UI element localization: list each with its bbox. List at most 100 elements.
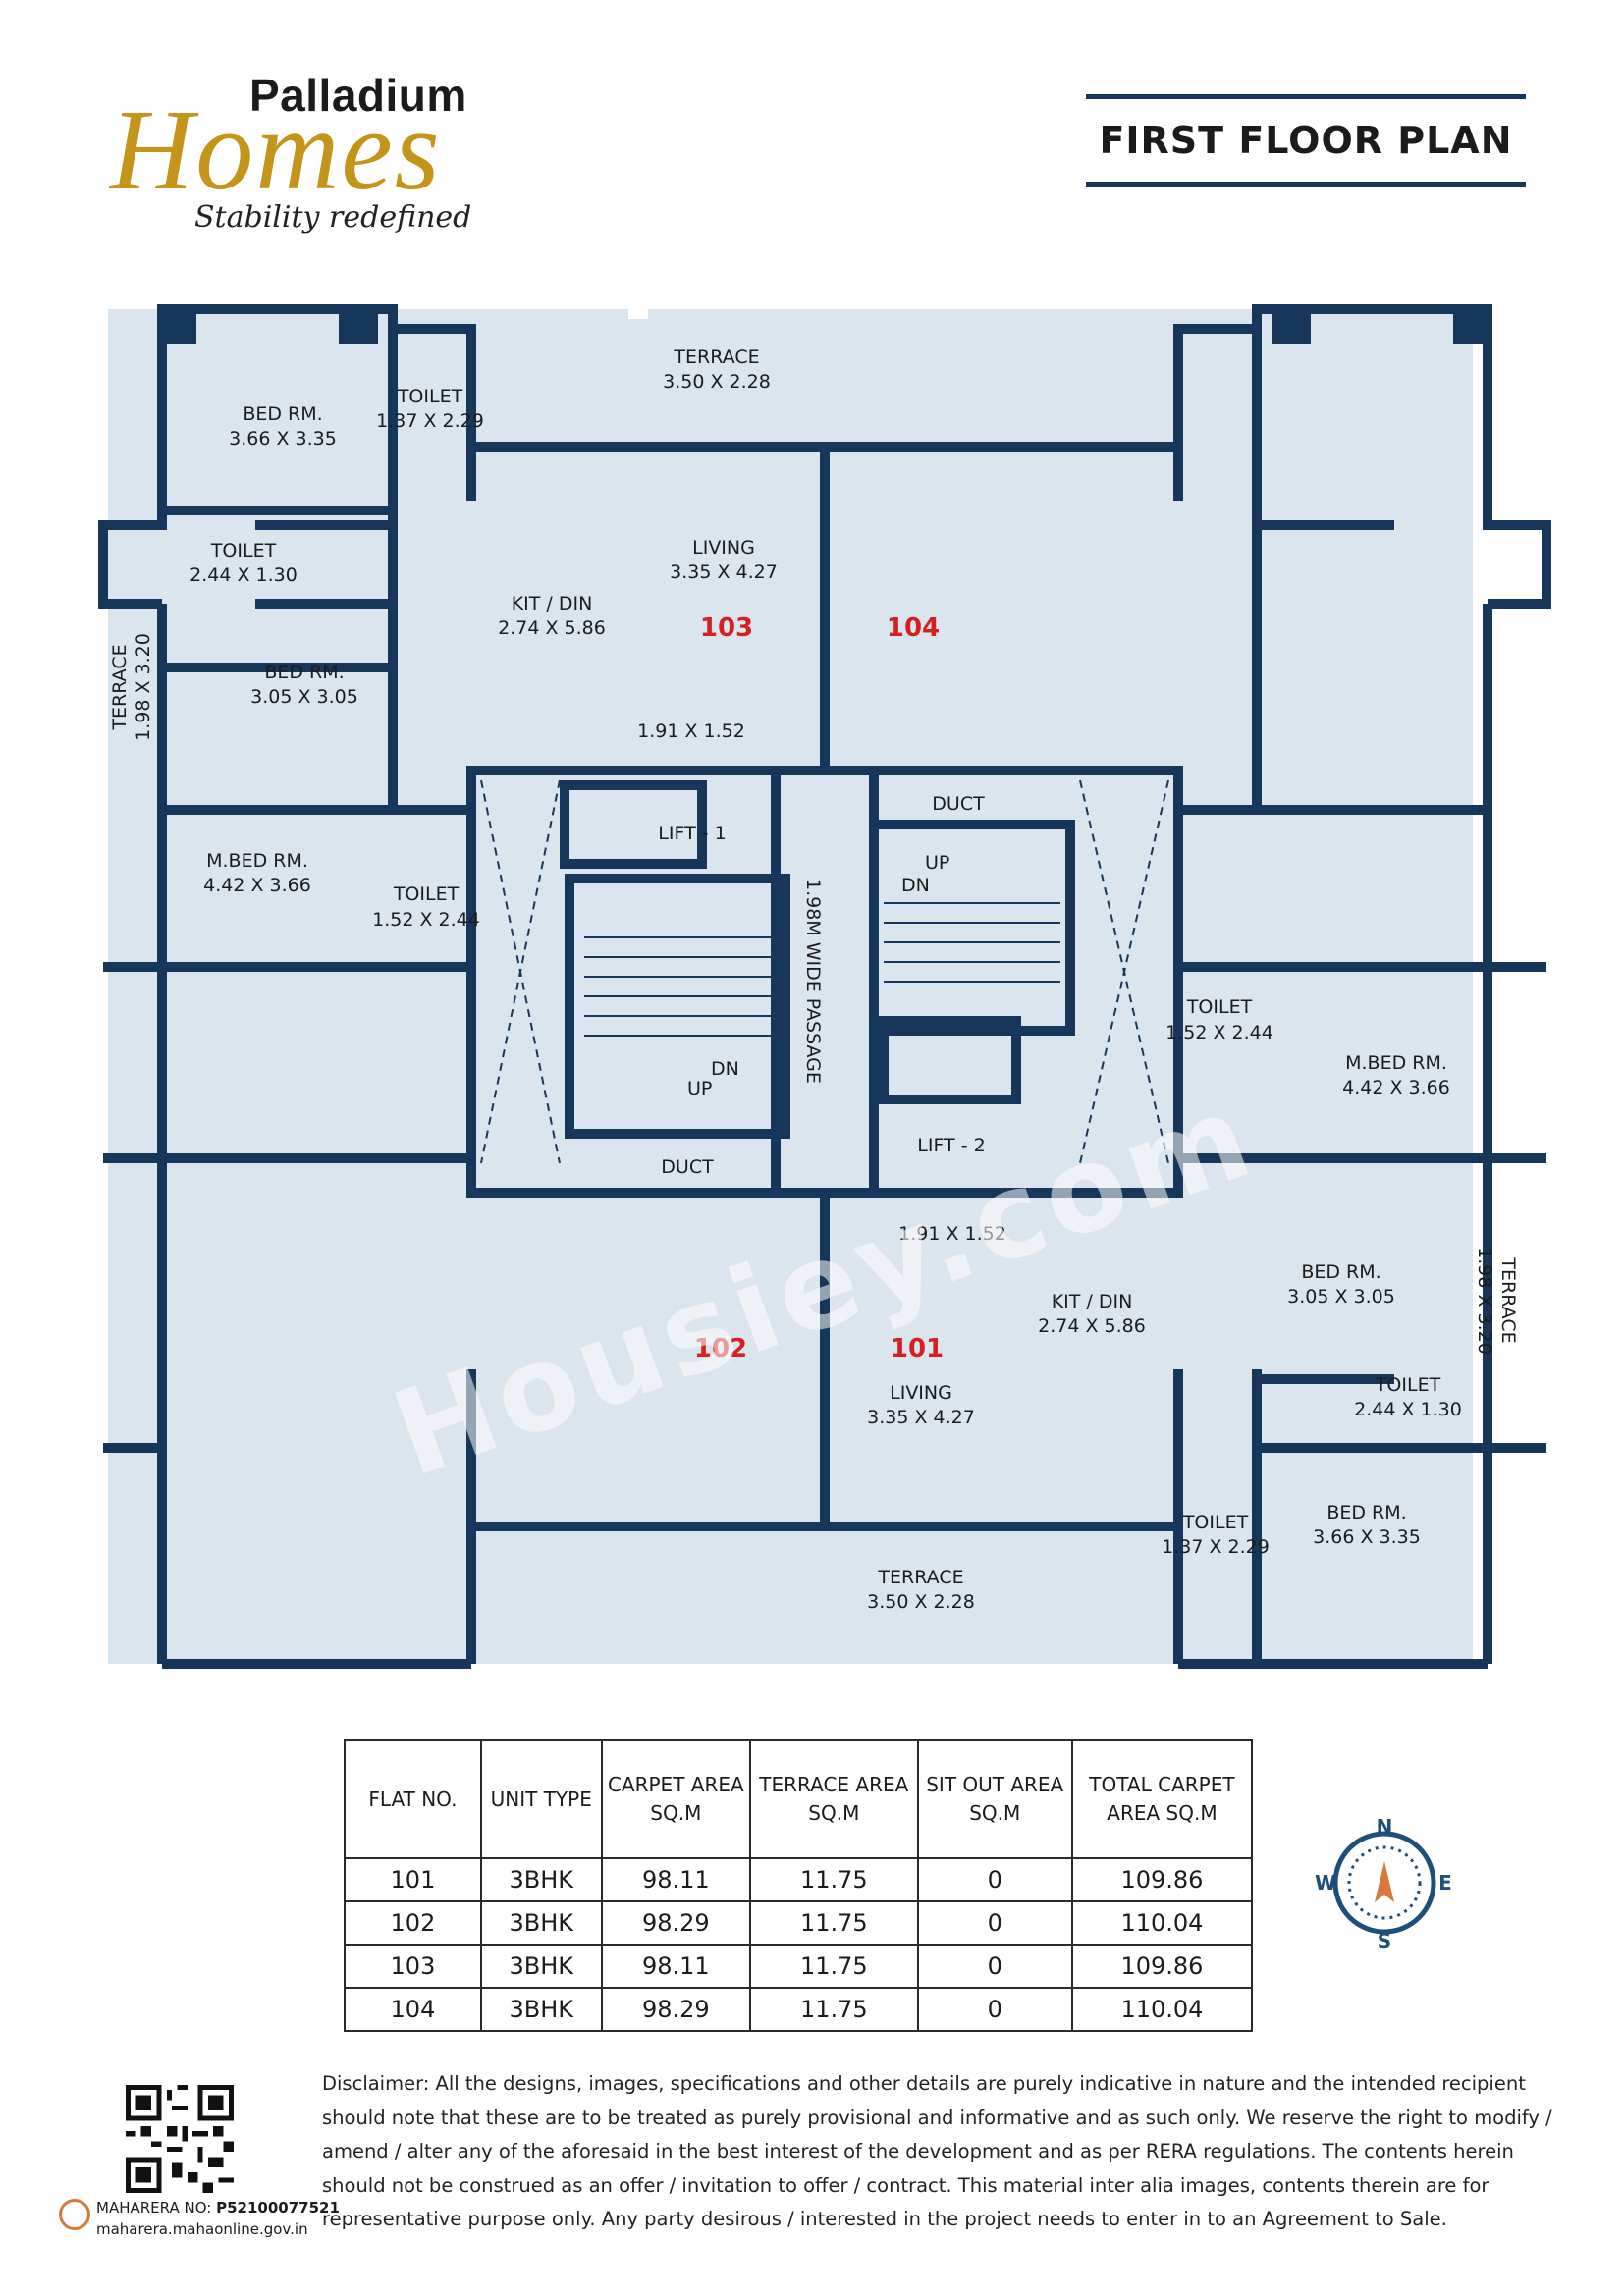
room-size: 3.66 X 3.35 <box>229 428 337 450</box>
room-size: 2.74 X 5.86 <box>1038 1315 1146 1337</box>
table-cell: 98.29 <box>600 1900 752 1946</box>
table-cell: 3BHK <box>479 1857 603 1902</box>
room-name: BED RM. <box>243 403 322 425</box>
room-name: TOILET <box>1186 996 1253 1018</box>
room-size: 4.42 X 3.66 <box>203 875 311 896</box>
room-size: 3.66 X 3.35 <box>1313 1526 1421 1548</box>
stair-up-label: UP <box>687 1078 712 1099</box>
table-cell: 98.11 <box>600 1944 752 1989</box>
room-name: BED RM. <box>1301 1261 1380 1283</box>
brand-logo: Palladium Homes Stability redefined <box>110 63 493 249</box>
flat-number: 102 <box>694 1334 747 1363</box>
table-cell: 0 <box>916 1900 1073 1946</box>
col-header: TOTAL CARPET AREA SQ.M <box>1070 1739 1254 1859</box>
table-row: 104 3BHK 98.29 11.75 0 110.04 <box>344 1987 1254 2032</box>
table-cell: 104 <box>344 1987 482 2032</box>
table-cell: 102 <box>344 1900 482 1946</box>
table-cell: 3BHK <box>479 1944 603 1989</box>
stair-up-label: UP <box>925 852 949 874</box>
room-size: 1.91 X 1.52 <box>898 1223 1006 1245</box>
compass-s: S <box>1378 1929 1391 1951</box>
area-table: FLAT NO. UNIT TYPE CARPET AREA SQ.M TERR… <box>344 1739 1254 2032</box>
room-size: 3.35 X 4.27 <box>867 1407 975 1428</box>
page-title-box: FIRST FLOOR PLAN <box>1086 94 1526 187</box>
compass-w: W <box>1316 1871 1336 1895</box>
col-header: TERRACE AREA SQ.M <box>749 1739 919 1859</box>
room-name: TERRACE <box>877 1567 963 1588</box>
room-name: TOILET <box>397 386 463 407</box>
brand-tagline: Stability redefined <box>194 200 472 235</box>
plan-walls <box>98 304 1551 1669</box>
room-size: 2.44 X 1.30 <box>1354 1399 1462 1420</box>
col-header: SIT OUT AREA SQ.M <box>916 1739 1073 1859</box>
room-name: KIT / DIN <box>512 593 593 614</box>
stair-lines <box>584 902 1060 1037</box>
room-name: M.BED RM. <box>206 850 308 872</box>
table-cell: 101 <box>344 1857 482 1902</box>
room-size: 3.05 X 3.05 <box>1287 1286 1395 1308</box>
table-row: 102 3BHK 98.29 11.75 0 110.04 <box>344 1900 1254 1946</box>
stair-dn-label: DN <box>711 1058 739 1080</box>
room-size: 1.37 X 2.29 <box>376 410 484 432</box>
room-size: 1.52 X 2.44 <box>372 909 480 931</box>
col-header: UNIT TYPE <box>479 1739 603 1859</box>
table-cell: 11.75 <box>749 1900 919 1946</box>
disclaimer-text: Disclaimer: All the designs, images, spe… <box>322 2072 1552 2230</box>
room-name: TERRACE <box>109 644 131 730</box>
stair-dn-label: DN <box>901 875 930 896</box>
room-name: TOILET <box>210 540 277 561</box>
table-cell: 0 <box>916 1857 1073 1902</box>
compass-icon: N S E W <box>1316 1815 1452 1951</box>
table-cell: 3BHK <box>479 1900 603 1946</box>
room-size: 3.35 X 4.27 <box>670 561 778 583</box>
maharera-info: MAHARERA NO: P52100077521 maharera.mahao… <box>55 2195 350 2254</box>
table-cell: 109.86 <box>1070 1944 1254 1989</box>
duct-label: DUCT <box>932 793 985 815</box>
table-cell: 11.75 <box>749 1987 919 2032</box>
room-size: 3.50 X 2.28 <box>867 1591 975 1613</box>
table-row: 101 3BHK 98.11 11.75 0 109.86 <box>344 1857 1254 1902</box>
room-size: 3.50 X 2.28 <box>663 371 771 393</box>
flat-number: 104 <box>887 614 940 643</box>
page-title: FIRST FLOOR PLAN <box>1099 119 1513 162</box>
flat-number: 101 <box>891 1334 944 1363</box>
lift-1-label: LIFT - 1 <box>658 823 726 844</box>
room-name: M.BED RM. <box>1345 1052 1447 1074</box>
room-size: 2.44 X 1.30 <box>189 564 298 586</box>
room-size: 1.91 X 1.52 <box>637 721 745 742</box>
table-cell: 110.04 <box>1070 1900 1254 1946</box>
table-cell: 98.11 <box>600 1857 752 1902</box>
room-name: BED RM. <box>264 662 344 683</box>
table-cell: 11.75 <box>749 1944 919 1989</box>
room-name: TOILET <box>393 883 460 905</box>
brand-name-main: Homes <box>110 85 442 214</box>
table-header-row: FLAT NO. UNIT TYPE CARPET AREA SQ.M TERR… <box>344 1739 1254 1859</box>
room-name: LIVING <box>890 1382 952 1404</box>
lift-2-label: LIFT - 2 <box>917 1135 985 1156</box>
table-cell: 98.29 <box>600 1987 752 2032</box>
table-cell: 11.75 <box>749 1857 919 1902</box>
room-size: 4.42 X 3.66 <box>1342 1077 1450 1098</box>
room-name: BED RM. <box>1326 1502 1406 1523</box>
flat-numbers: 103 104 102 101 <box>694 614 944 1363</box>
room-size: 1.37 X 2.29 <box>1162 1536 1270 1558</box>
compass-e: E <box>1438 1871 1452 1895</box>
passage-label: 1.98M WIDE PASSAGE <box>802 879 824 1084</box>
col-header: FLAT NO. <box>344 1739 482 1859</box>
table-row: 103 3BHK 98.11 11.75 0 109.86 <box>344 1944 1254 1989</box>
room-size: 3.05 X 3.05 <box>250 686 358 708</box>
room-name: TOILET <box>1375 1374 1441 1396</box>
duct-label: DUCT <box>661 1156 714 1178</box>
floor-plan: TERRACE 3.50 X 2.28 BED RM. 3.66 X 3.35 … <box>98 290 1551 1683</box>
table-cell: 103 <box>344 1944 482 1989</box>
maharera-number: P52100077521 <box>216 2199 340 2216</box>
table-cell: 3BHK <box>479 1987 603 2032</box>
room-size: 1.52 X 2.44 <box>1165 1022 1273 1043</box>
core-labels: LIFT - 1 LIFT - 2 DUCT DUCT 1.98M WIDE P… <box>658 793 985 1178</box>
shaft-crosses <box>480 779 1169 1164</box>
maharera-seal-icon <box>59 2199 90 2230</box>
room-size: 1.98 X 3.20 <box>1474 1247 1495 1355</box>
room-size: 2.74 X 5.86 <box>498 617 606 639</box>
maharera-label: MAHARERA NO: <box>96 2199 217 2216</box>
table-cell: 109.86 <box>1070 1857 1254 1902</box>
